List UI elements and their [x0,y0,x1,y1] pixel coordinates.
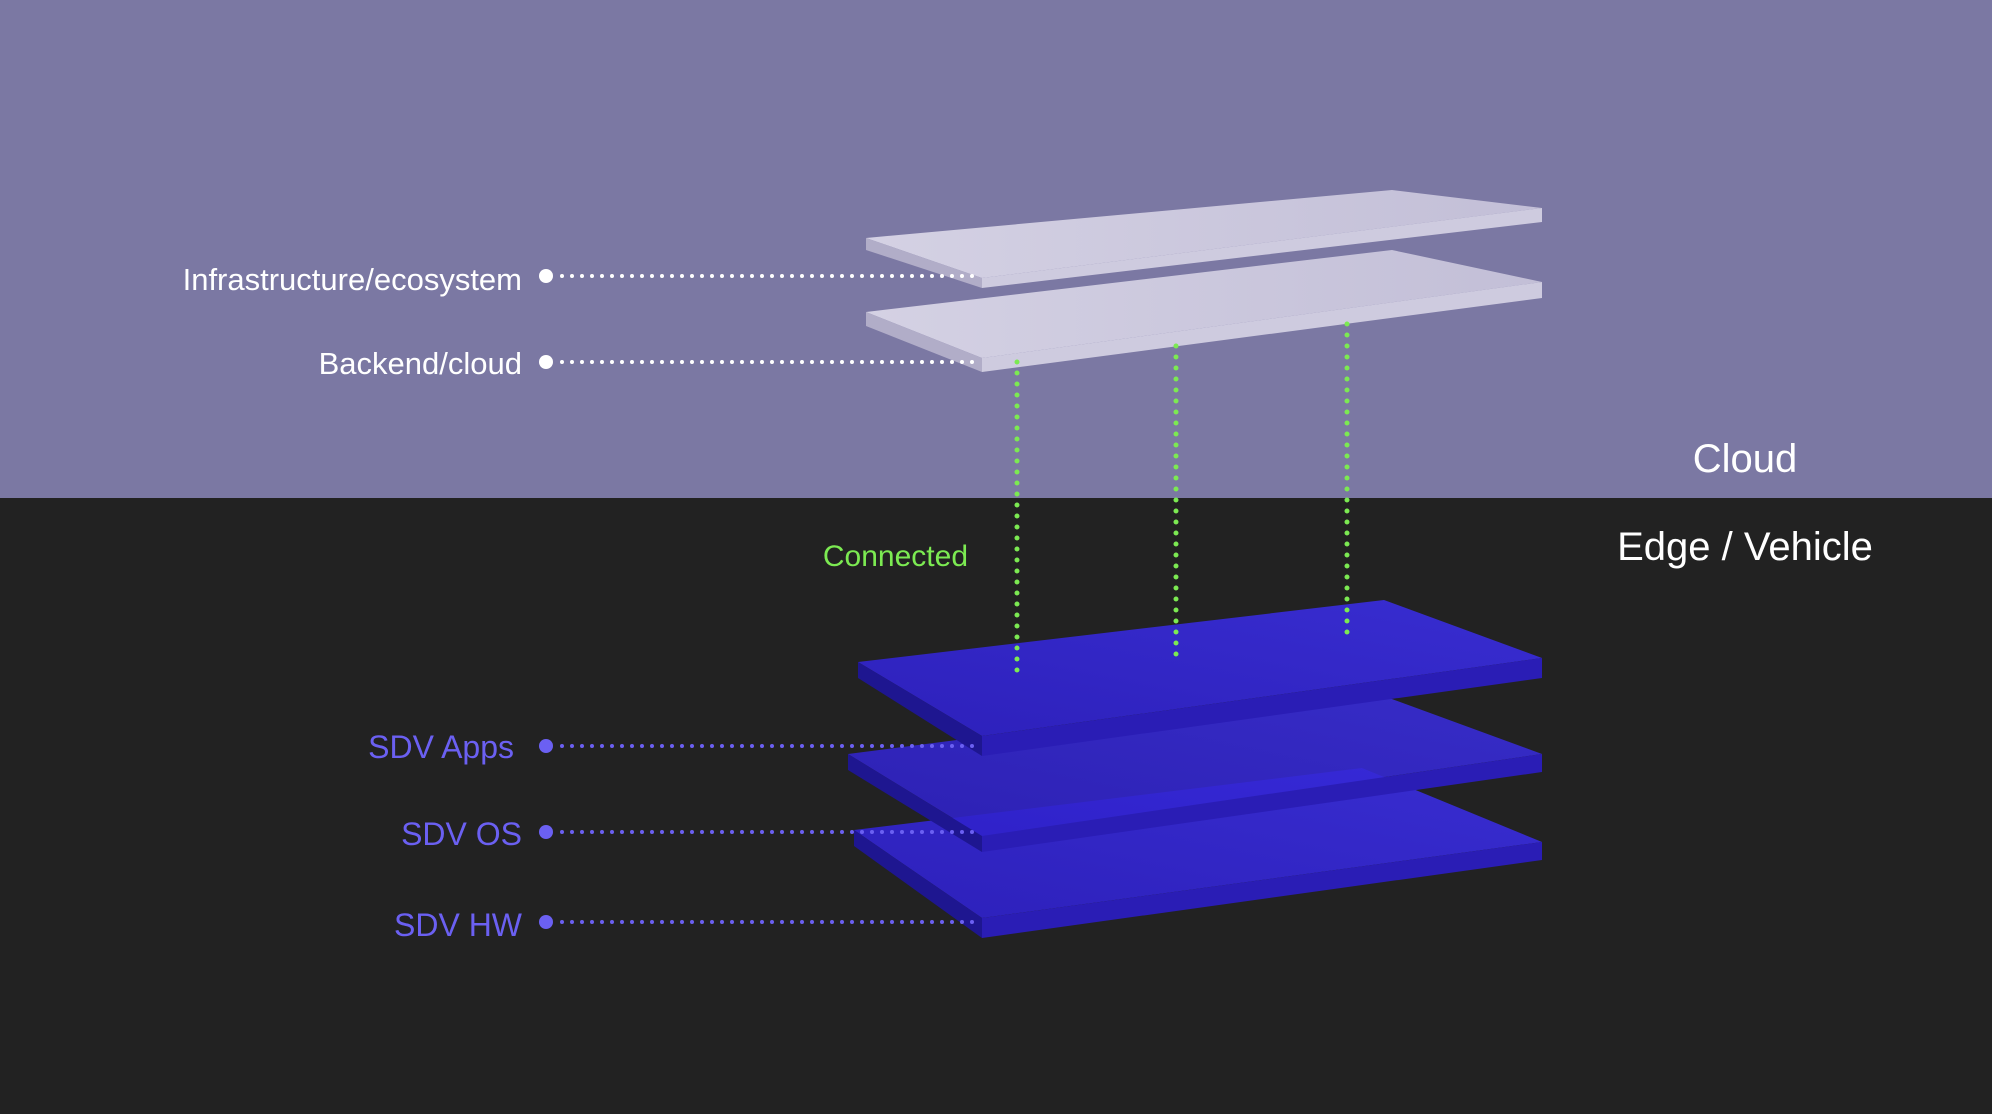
label-infrastructure-ecosystem: Infrastructure/ecosystem [183,262,522,297]
leader-infrastructure [539,269,984,283]
leader-sdv-apps [539,739,984,753]
cloud-plate-backend [866,250,1542,372]
leader-sdv-hw [539,915,984,929]
vehicle-plate-sdv-os [848,688,1542,852]
cloud-zone-title: Cloud [1693,437,1798,481]
leader-sdv-os [539,825,984,839]
connection-label: Connected [823,540,968,573]
label-sdv-os: SDV OS [401,816,522,852]
label-backend-cloud: Backend/cloud [319,346,522,381]
label-sdv-hw: SDV HW [394,907,523,943]
vehicle-plate-sdv-hw [854,768,1542,938]
label-sdv-apps: SDV Apps [368,729,514,765]
leader-backend [539,355,984,369]
vehicle-plate-sdv-apps [858,600,1542,756]
edge-zone-title: Edge / Vehicle [1617,525,1873,569]
